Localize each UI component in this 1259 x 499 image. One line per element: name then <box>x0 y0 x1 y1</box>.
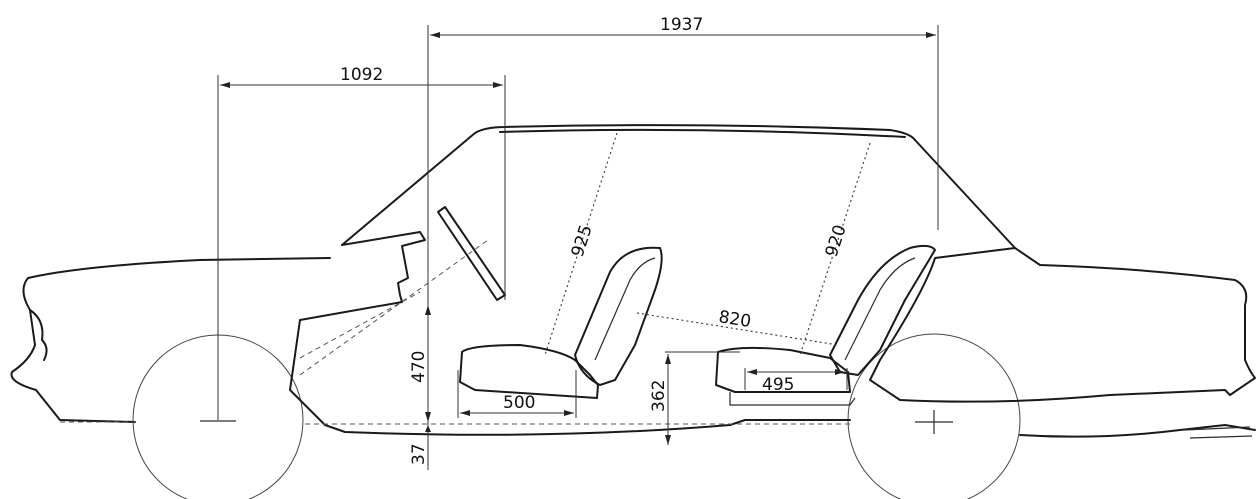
arrow-470-top <box>425 305 431 315</box>
windshield-base <box>289 231 851 436</box>
front-construction-line-2 <box>299 291 421 359</box>
dim-label-500: 500 <box>503 393 535 413</box>
front-bumper-detail <box>29 309 48 361</box>
front-seat-cushion <box>459 344 599 399</box>
arrow-495-left <box>747 369 757 375</box>
arrow-1092-left <box>220 82 230 88</box>
dim-label-1092: 1092 <box>340 65 383 85</box>
arrow-470-bottom <box>425 412 431 422</box>
front-seat-back-inner <box>594 257 656 361</box>
front-hood-outline <box>10 257 331 423</box>
dim-line-920 <box>799 142 871 356</box>
arrow-1092-right <box>493 82 503 88</box>
rear-seat-cushion <box>715 346 851 393</box>
front-seat-back <box>574 246 663 386</box>
arrow-1937-left <box>430 32 440 38</box>
dim-label-362: 362 <box>649 380 669 412</box>
front-construction-line <box>299 239 489 376</box>
dim-line-820 <box>636 312 839 346</box>
dim-label-920: 920 <box>822 222 851 259</box>
roof-inner-line <box>499 128 906 138</box>
arrow-495-right <box>835 369 845 375</box>
rear-body-line <box>869 247 1231 403</box>
roof-outline <box>341 124 1256 396</box>
arrow-500-left <box>460 410 470 416</box>
arrow-362-top <box>665 354 671 364</box>
dim-label-1937: 1937 <box>660 15 703 35</box>
arrow-500-right <box>564 410 574 416</box>
steering-column <box>437 206 506 301</box>
rear-lower-line <box>1019 424 1256 438</box>
dim-label-495: 495 <box>762 375 794 395</box>
rear-seat-base <box>729 392 856 406</box>
rear-seat-back <box>829 244 936 376</box>
dim-label-925: 925 <box>568 222 597 259</box>
dim-label-820: 820 <box>717 307 752 332</box>
arrow-37-top <box>425 425 431 432</box>
arrow-362-bottom <box>665 435 671 445</box>
arrow-1937-right <box>926 32 936 38</box>
dim-label-470: 470 <box>409 351 429 383</box>
rear-bumper-detail <box>1184 426 1253 439</box>
rear-seat-back-inner <box>844 257 916 361</box>
dim-line-925 <box>544 132 618 356</box>
dim-label-37: 37 <box>409 443 429 465</box>
